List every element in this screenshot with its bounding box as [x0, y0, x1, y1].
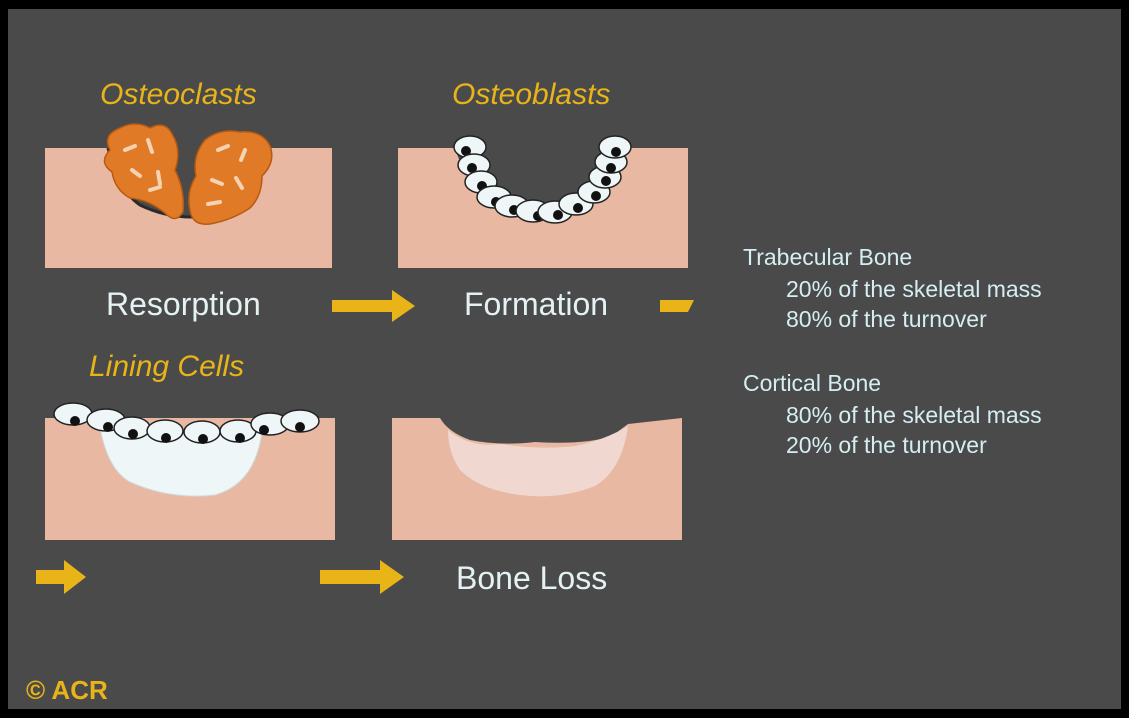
- arrow-right-icon: [332, 290, 415, 322]
- formation-label: Formation: [464, 286, 608, 323]
- trabecular-line-1: 20% of the skeletal mass: [786, 276, 1042, 303]
- cortical-title: Cortical Bone: [743, 370, 881, 397]
- arrow-left-partial-icon: [36, 560, 86, 594]
- bone-loss-label: Bone Loss: [456, 560, 607, 597]
- bone-loss-block: [392, 418, 682, 540]
- copyright-text: © ACR: [26, 675, 108, 706]
- arrow-right-bottom-icon: [320, 560, 404, 594]
- arrow-partial-icon: [660, 300, 694, 312]
- cortical-line-2: 20% of the turnover: [786, 432, 987, 459]
- trabecular-line-2: 80% of the turnover: [786, 306, 987, 333]
- cortical-line-1: 80% of the skeletal mass: [786, 402, 1042, 429]
- resorption-bone-block: [45, 148, 332, 268]
- trabecular-title: Trabecular Bone: [743, 244, 912, 271]
- resorption-label: Resorption: [106, 286, 261, 323]
